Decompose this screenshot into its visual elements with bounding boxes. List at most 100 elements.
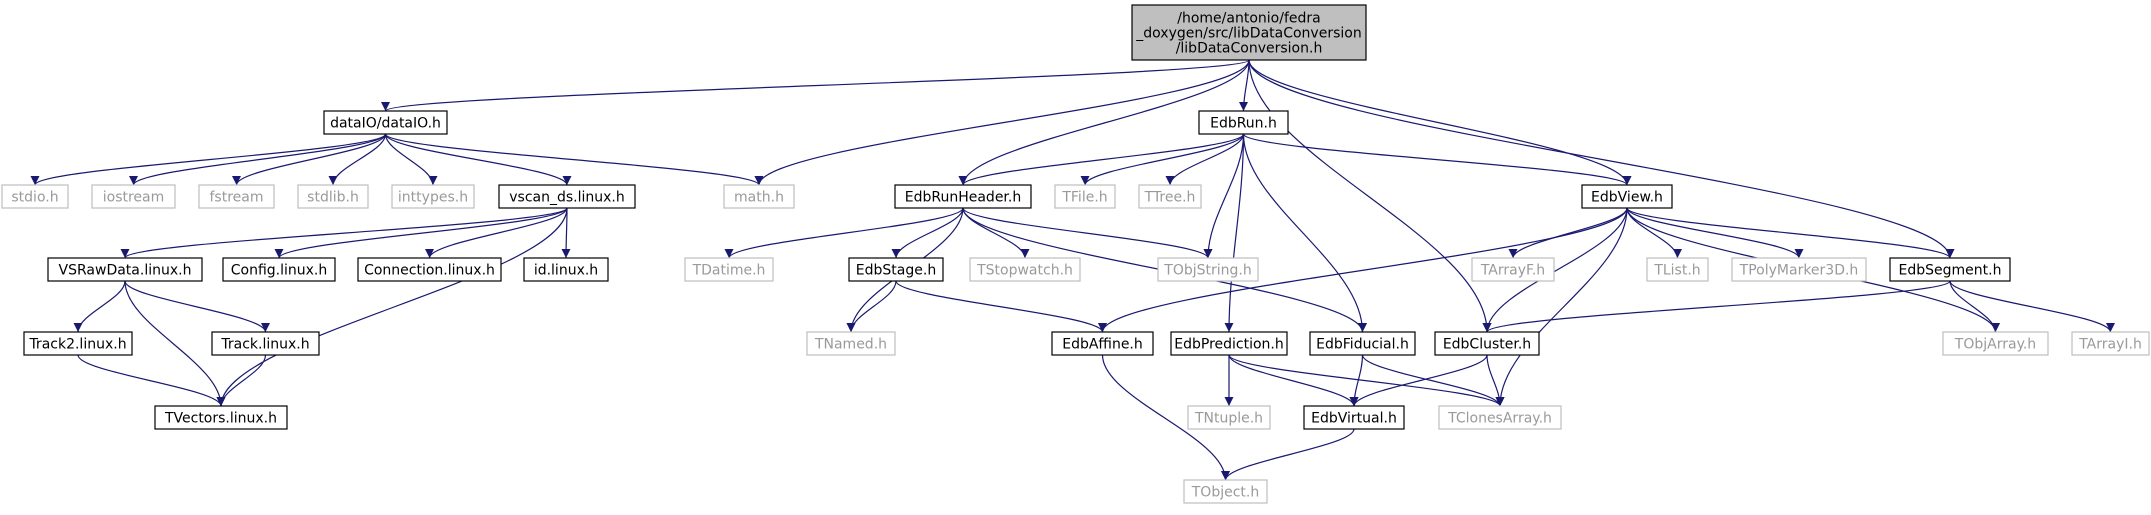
edge-edbrun-to-fiducial [1242, 133, 1367, 333]
node-box [1731, 257, 1867, 282]
edge-root-to-edbview [1248, 59, 1632, 186]
node-connection[interactable]: Connection.linux.h [357, 257, 502, 282]
edge-runheader-to-tobjstring [962, 207, 1213, 259]
edge-edbrun-to-edbview [1242, 133, 1632, 186]
node-box [1889, 257, 2011, 282]
node-box [1581, 184, 1673, 209]
node-box [1170, 331, 1288, 356]
edge-root-to-dataIO [381, 59, 1250, 112]
node-cluster[interactable]: EdbCluster.h [1434, 331, 1540, 356]
edge-root-to-cluster [1248, 59, 1492, 333]
edges-layer [30, 59, 2115, 481]
edge-virtual-to-tobject [1221, 428, 1355, 481]
node-label: TNtuple.h [1194, 411, 1263, 427]
node-label: EdbPrediction.h [1174, 337, 1284, 353]
edge-track-to-tvectors [216, 354, 267, 407]
node-box [1183, 479, 1268, 504]
edge-dataIO-to-stdio [30, 133, 387, 186]
edge-edbview-to-tpolymarker [1626, 207, 1804, 259]
node-label: TVectors.linux.h [164, 411, 277, 427]
node-vscan[interactable]: vscan_ds.linux.h [498, 184, 636, 209]
edge-root-to-math [754, 59, 1250, 186]
node-box [1157, 257, 1259, 282]
node-stdlib: stdlib.h [297, 184, 369, 209]
node-track2[interactable]: Track2.linux.h [23, 331, 133, 356]
edge-stage-to-tnamed [846, 280, 897, 333]
edge-runheader-to-tdatime [724, 207, 964, 259]
edge-cluster-to-tclones [1486, 354, 1505, 407]
node-dataIO[interactable]: dataIO/dataIO.h [323, 110, 448, 135]
node-label: EdbAffine.h [1062, 337, 1143, 353]
node-label: Track.linux.h [220, 337, 309, 353]
edge-stage-to-affine [895, 280, 1107, 333]
node-segment[interactable]: EdbSegment.h [1889, 257, 2011, 282]
node-box [1131, 4, 1367, 61]
node-box [806, 331, 896, 356]
node-tclones: TClonesArray.h [1438, 405, 1562, 430]
node-box [1434, 331, 1540, 356]
node-box [1942, 331, 2049, 356]
node-label: stdlib.h [307, 190, 359, 206]
node-box [498, 184, 636, 209]
edge-edbview-to-tclones [1495, 207, 1628, 407]
node-label: EdbRunHeader.h [905, 190, 1021, 206]
node-track[interactable]: Track.linux.h [211, 331, 320, 356]
node-box [297, 184, 369, 209]
node-label: EdbView.h [1591, 190, 1663, 206]
node-box [222, 257, 336, 282]
node-config[interactable]: Config.linux.h [222, 257, 336, 282]
edge-vscan-to-config [274, 207, 568, 259]
node-virtual[interactable]: EdbVirtual.h [1303, 405, 1405, 430]
edge-vsraw-to-tvectors [124, 280, 226, 407]
node-inttypes: inttypes.h [391, 184, 475, 209]
node-label: TObjString.h [1163, 263, 1251, 279]
node-edbview[interactable]: EdbView.h [1581, 184, 1673, 209]
node-tlist: TList.h [1646, 257, 1709, 282]
node-box [1646, 257, 1709, 282]
edge-edbview-to-segment [1626, 207, 1955, 259]
node-fstream: fstream [198, 184, 275, 209]
node-box [1051, 331, 1154, 356]
edge-affine-to-tobject [1101, 354, 1230, 481]
node-root[interactable]: /home/antonio/fedra_doxygen/src/libDataC… [1131, 4, 1367, 61]
node-fiducial[interactable]: EdbFiducial.h [1309, 331, 1416, 356]
node-stage[interactable]: EdbStage.h [848, 257, 944, 282]
edge-edbrun-to-tfile [1080, 133, 1245, 186]
node-label: VSRawData.linux.h [59, 263, 192, 279]
edge-edbview-to-tarrayf [1508, 207, 1628, 259]
node-label: TStopwatch.h [976, 263, 1073, 279]
node-box [848, 257, 944, 282]
node-box [357, 257, 502, 282]
edge-vsraw-to-track [124, 280, 270, 333]
node-label: EdbCluster.h [1443, 337, 1531, 353]
node-vsraw[interactable]: VSRawData.linux.h [47, 257, 203, 282]
node-label: EdbStage.h [856, 263, 936, 279]
node-box [684, 257, 774, 282]
node-runheader[interactable]: EdbRunHeader.h [894, 184, 1032, 209]
node-tvectors[interactable]: TVectors.linux.h [154, 405, 288, 430]
node-label: math.h [734, 190, 784, 206]
node-prediction[interactable]: EdbPrediction.h [1170, 331, 1288, 356]
node-label: dataIO/dataIO.h [330, 116, 441, 132]
node-idlinux[interactable]: id.linux.h [523, 257, 609, 282]
edge-dataIO-to-fstream [232, 133, 387, 186]
node-box [2071, 331, 2150, 356]
node-affine[interactable]: EdbAffine.h [1051, 331, 1154, 356]
edge-track2-to-tvectors [77, 354, 226, 407]
edge-fiducial-to-tclones [1361, 354, 1505, 407]
node-label: Connection.linux.h [364, 263, 495, 279]
node-label: TFile.h [1061, 190, 1107, 206]
edge-dataIO-to-math [384, 133, 764, 186]
edge-edbrun-to-runheader [958, 133, 1245, 186]
node-edbrun[interactable]: EdbRun.h [1198, 110, 1289, 135]
edge-vscan-to-tvectors [216, 207, 568, 407]
node-label: fstream [210, 190, 264, 206]
node-label: stdio.h [11, 190, 58, 206]
node-box [391, 184, 475, 209]
edge-dataIO-to-stdlib [328, 133, 387, 186]
nodes-layer: /home/antonio/fedra_doxygen/src/libDataC… [1, 4, 2150, 504]
node-box [894, 184, 1032, 209]
node-tstopwatch: TStopwatch.h [969, 257, 1081, 282]
node-box [1471, 257, 1555, 282]
